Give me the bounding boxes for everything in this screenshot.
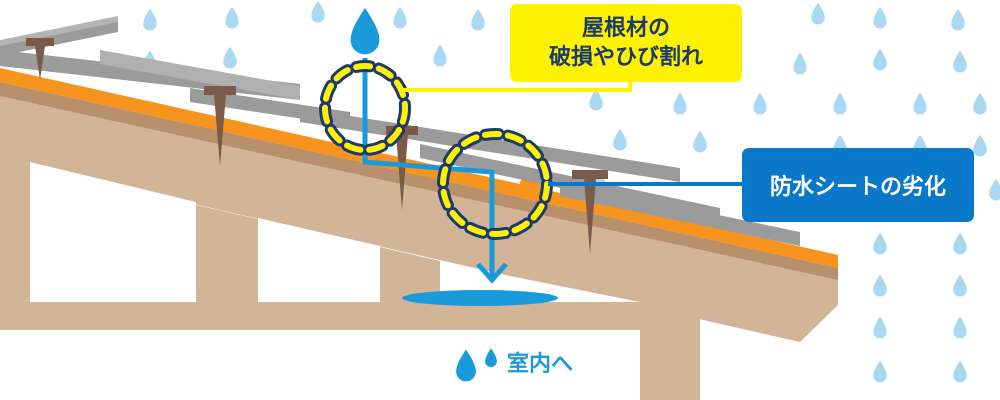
rain-drop-icon [951,8,965,31]
rain-drop-icon [873,316,887,339]
rain-drop-icon [613,128,627,151]
water-puddle [402,290,558,306]
rain-drop-icon [973,92,987,115]
rain-drop-icon [673,92,687,115]
highlight-ring-sheet-inner [440,131,550,237]
rain-drop-icon [693,130,707,153]
rain-drop-icon [913,92,927,115]
arrow-head-icon [476,262,508,284]
rain-drops [143,0,1000,383]
rain-drop-icon [223,46,237,69]
rain-drop-icon [873,6,887,29]
rain-drop-icon [953,274,967,297]
tiny-drop-icon [485,348,497,368]
small-drop-icon [456,349,476,382]
rain-drop-icon [973,134,987,157]
water-flow-line [362,58,495,278]
rain-drop-icon [989,178,1000,201]
roof-damage-callout: 屋根材の 破損やひび割れ [510,4,742,82]
rain-drop-icon [225,6,239,29]
rain-drop-icon [953,316,967,339]
water-drop-icon [350,7,380,55]
sheet-deterioration-label: 防水シートの劣化 [769,175,946,200]
rain-drop-icon [873,274,887,297]
rain-drop-icon [393,6,407,29]
rain-drop-icon [589,88,603,111]
sheet-deterioration-callout: 防水シートの劣化 [742,148,974,222]
rain-drop-icon [873,48,887,71]
roof-damage-line1: 屋根材の [581,16,670,41]
rain-drop-icon [873,360,887,383]
rain-drop-icon [953,360,967,383]
rain-drop-icon [471,8,485,31]
rain-drop-icon [311,0,325,23]
rain-drop-icon [811,2,825,25]
rain-drop-icon [753,92,767,115]
rain-drop-icon [953,50,967,73]
to-indoors-label: 室内へ [507,352,574,377]
roof-damage-line2: 破損やひび割れ [548,45,703,70]
connector-damage [402,82,632,92]
rain-drop-icon [833,92,847,115]
rain-drop-icon [143,8,157,31]
highlight-ring-tiles-inner [322,63,408,153]
rain-drop-icon [953,232,967,255]
rain-drop-icon [873,232,887,255]
rain-drop-icon [433,44,447,67]
rain-drop-icon [793,52,807,75]
